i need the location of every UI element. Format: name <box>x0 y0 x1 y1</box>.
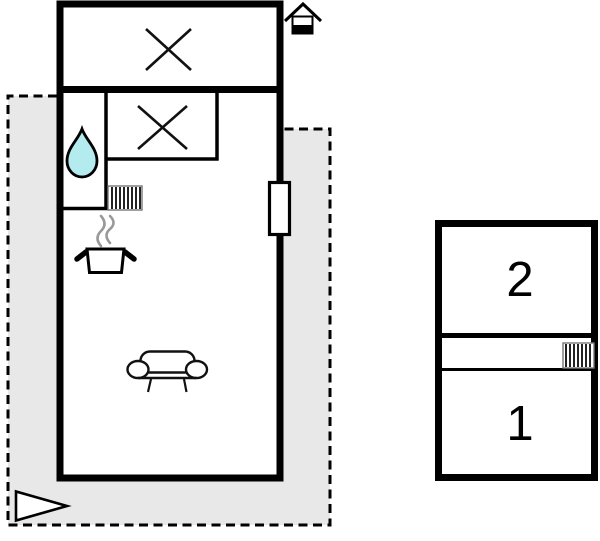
water-drop-icon <box>65 124 99 179</box>
radiator-icon <box>107 185 143 211</box>
annex-building: 2 1 <box>435 220 598 481</box>
radiator-icon <box>562 342 595 369</box>
bed-x-icon <box>145 28 192 71</box>
steam-lines <box>96 214 115 248</box>
room-1-label: 1 <box>506 397 533 451</box>
apartment-outer-walls <box>56 0 284 482</box>
door-window-symbol <box>267 180 292 237</box>
pot-body <box>85 247 126 274</box>
bed-area-2 <box>104 92 219 161</box>
main-apartment <box>56 0 292 482</box>
sofa-icon <box>126 350 209 393</box>
bathroom <box>57 92 108 211</box>
terrace-dashed-border <box>6 94 332 527</box>
house-icon <box>283 1 323 35</box>
cooking-pot-steam-icon <box>74 214 137 274</box>
room-2-label: 2 <box>506 253 533 307</box>
entrance-arrow-icon <box>14 489 72 523</box>
bed-x-icon <box>137 105 188 150</box>
